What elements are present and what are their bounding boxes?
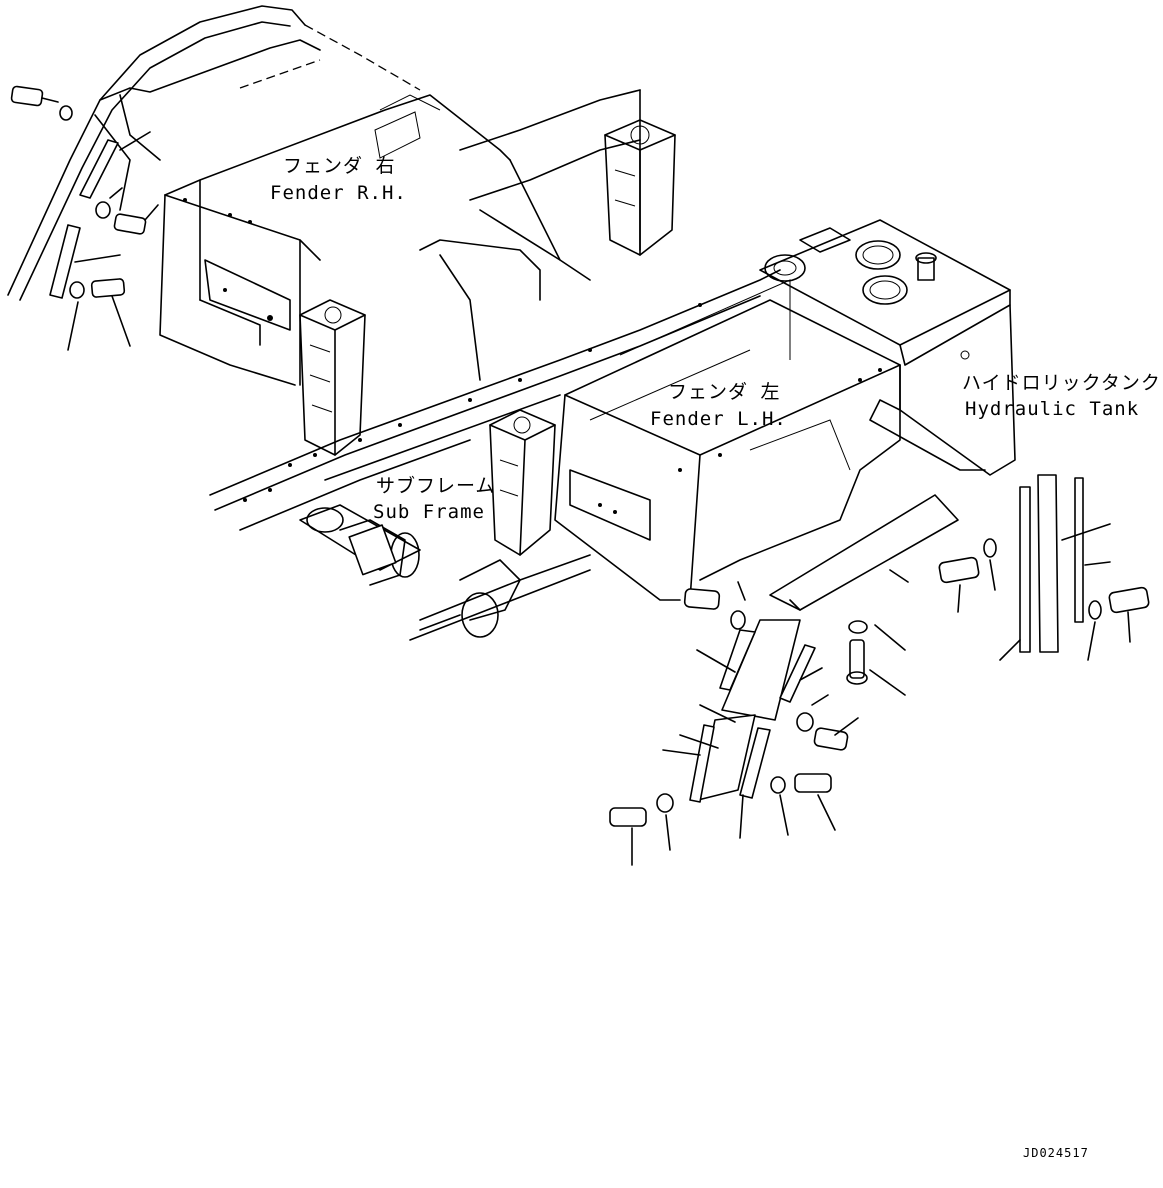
fender-rh-body — [159, 94, 511, 386]
hydraulic-tank-label-jp: ハイドロリックタンク — [962, 372, 1161, 394]
fender-rh-label-en: Fender R.H. — [270, 182, 407, 204]
fender-lh-label-en: Fender L.H. — [650, 408, 787, 430]
fasteners-left-group — [10, 85, 159, 351]
drawing-code: JD024517 — [1023, 1146, 1089, 1160]
fasteners-center-lower — [609, 494, 959, 866]
hydraulic-tank-label-en: Hydraulic Tank — [965, 398, 1139, 420]
hydraulic-tank — [759, 219, 1016, 476]
fender-lh-label-jp: フェンダ 左 — [668, 381, 780, 403]
fasteners-right-group — [938, 474, 1150, 661]
pedestal-left — [299, 299, 366, 456]
fender-rh-label-jp: フェンダ 右 — [283, 155, 395, 177]
sub-frame-cylinder — [299, 504, 521, 638]
pedestal-center — [489, 409, 556, 556]
sub-frame-label-en: Sub Frame — [373, 501, 485, 523]
sub-frame-label-jp: サブフレーム — [376, 474, 495, 497]
pedestal-upper — [604, 119, 676, 256]
fender-arch-upper-left — [7, 5, 421, 301]
main-frame — [209, 89, 781, 641]
